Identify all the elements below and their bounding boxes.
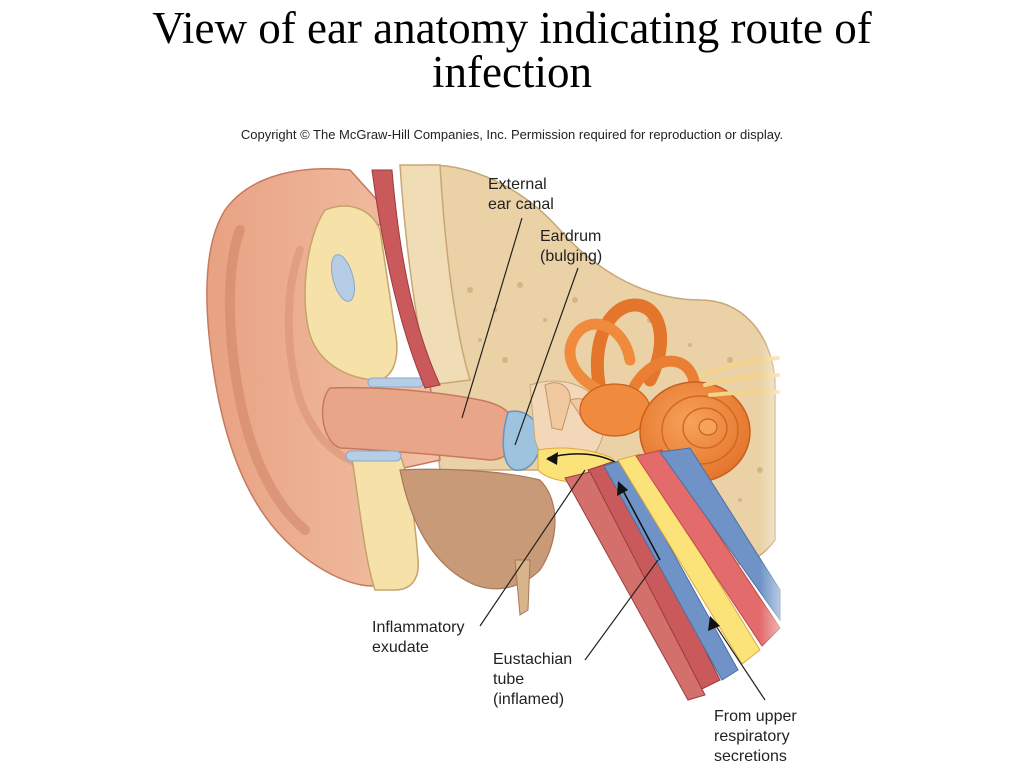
- arrowhead-middle-ear: [546, 452, 558, 465]
- label-inflammatory-exudate-line-1: Inflammatory: [372, 619, 465, 636]
- upper-bone-wedge: [399, 164, 471, 386]
- label-eustachian-tube: Eustachian tube (inflamed): [493, 650, 572, 710]
- leader-lines: [461, 217, 766, 701]
- label-eustachian-tube-line-1: Eustachian: [493, 651, 573, 668]
- label-eardrum-line-2: (bulging): [540, 248, 603, 265]
- label-respiratory-secretions-line-1: From upper: [714, 708, 797, 725]
- lower-cartilage-cleft: [345, 450, 402, 462]
- ossicle-malleus: [544, 382, 571, 431]
- slide-title-line-1: View of ear anatomy indicating route of: [152, 3, 872, 53]
- label-inflammatory-exudate: Inflammatory exudate: [372, 618, 464, 658]
- antihelix-fold: [284, 246, 369, 469]
- cartilage-cyst: [331, 254, 355, 302]
- arrowhead-tube: [617, 481, 628, 496]
- label-external-ear-canal-line-1: External: [488, 176, 547, 193]
- right-fade: [760, 150, 800, 710]
- label-respiratory-secretions-line-3: secretions: [714, 748, 787, 765]
- label-external-ear-canal-line-2: ear canal: [488, 196, 554, 213]
- eustachian-tube: [587, 447, 781, 691]
- temporal-muscle: [371, 169, 441, 389]
- slide-title: View of ear anatomy indicating route of …: [40, 3, 984, 97]
- mastoid-tissue: [399, 468, 556, 590]
- label-respiratory-secretions-line-2: respiratory: [714, 728, 790, 745]
- label-eustachian-tube-line-2: tube: [493, 671, 525, 688]
- label-eustachian-tube-line-3: (inflamed): [493, 691, 565, 708]
- label-eardrum: Eardrum (bulging): [540, 227, 602, 267]
- eardrum-shape: [502, 410, 541, 471]
- cartilage-cleft: [367, 377, 424, 388]
- helix-fold: [224, 225, 310, 535]
- copyright-notice: Copyright © The McGraw-Hill Companies, I…: [240, 127, 784, 142]
- slide-title-line-2: infection: [432, 47, 592, 97]
- label-eardrum-line-1: Eardrum: [540, 228, 602, 245]
- styloid-process: [514, 559, 531, 616]
- label-external-ear-canal: External ear canal: [488, 175, 554, 215]
- label-respiratory-secretions: From upper respiratory secretions: [714, 707, 797, 767]
- label-inflammatory-exudate-line-2: exudate: [372, 639, 429, 656]
- arrowhead-respiratory: [708, 616, 720, 631]
